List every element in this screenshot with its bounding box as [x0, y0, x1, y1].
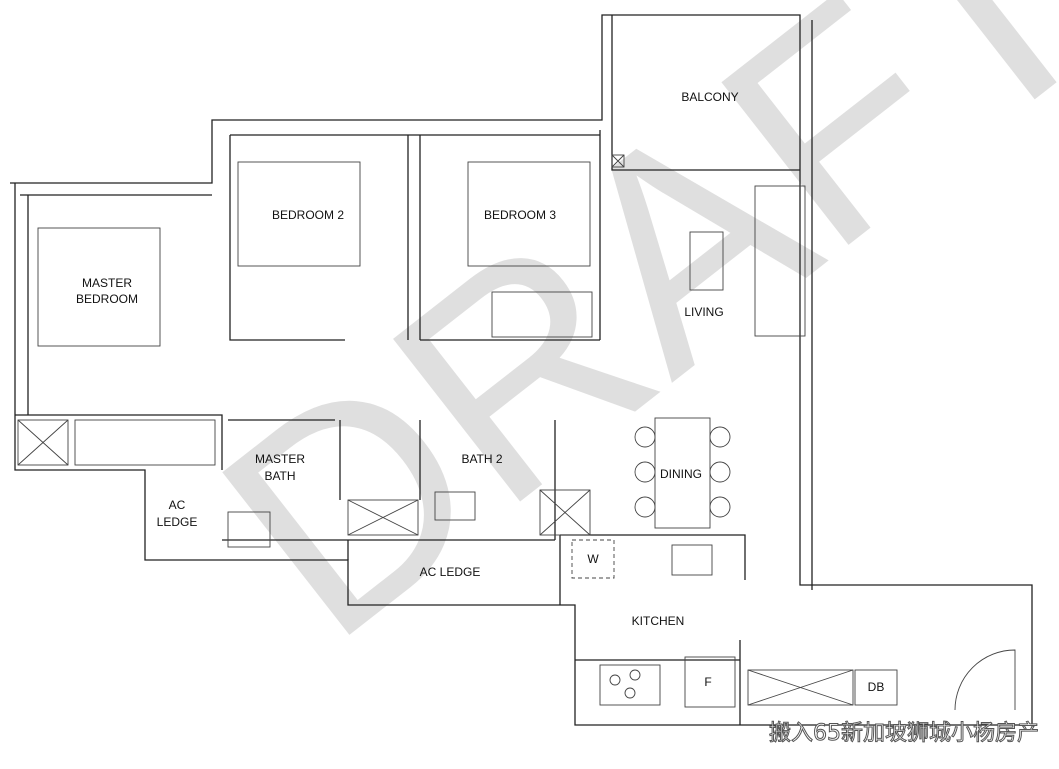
- label-living: LIVING: [684, 305, 723, 319]
- label-master-bedroom-2: BEDROOM: [76, 292, 138, 306]
- label-fridge: F: [704, 675, 711, 689]
- label-master-bath-1: MASTER: [255, 452, 305, 466]
- label-ac-ledge-small-2: LEDGE: [157, 515, 198, 529]
- label-kitchen: KITCHEN: [632, 614, 685, 628]
- label-washer: W: [587, 552, 599, 566]
- svg-text:DRAFT: DRAFT: [163, 0, 1059, 700]
- walls: [10, 14, 1033, 726]
- label-bedroom-2: BEDROOM 2: [272, 208, 344, 222]
- label-master-bedroom-1: MASTER: [82, 276, 132, 290]
- footer-watermark: 搬入65新加坡狮城小杨房产: [769, 721, 1040, 747]
- label-ac-ledge-small-1: AC: [169, 498, 186, 512]
- label-master-bath-2: BATH: [264, 469, 295, 483]
- room-labels: MASTER BEDROOM BEDROOM 2 BEDROOM 3 BALCO…: [76, 90, 884, 694]
- label-bath-2: BATH 2: [461, 452, 502, 466]
- label-balcony: BALCONY: [681, 90, 738, 104]
- label-dining: DINING: [660, 467, 702, 481]
- draft-watermark: DRAFT: [163, 0, 1059, 700]
- furniture: [17, 154, 1016, 711]
- label-db: DB: [868, 680, 885, 694]
- label-bedroom-3: BEDROOM 3: [484, 208, 556, 222]
- label-ac-ledge: AC LEDGE: [420, 565, 481, 579]
